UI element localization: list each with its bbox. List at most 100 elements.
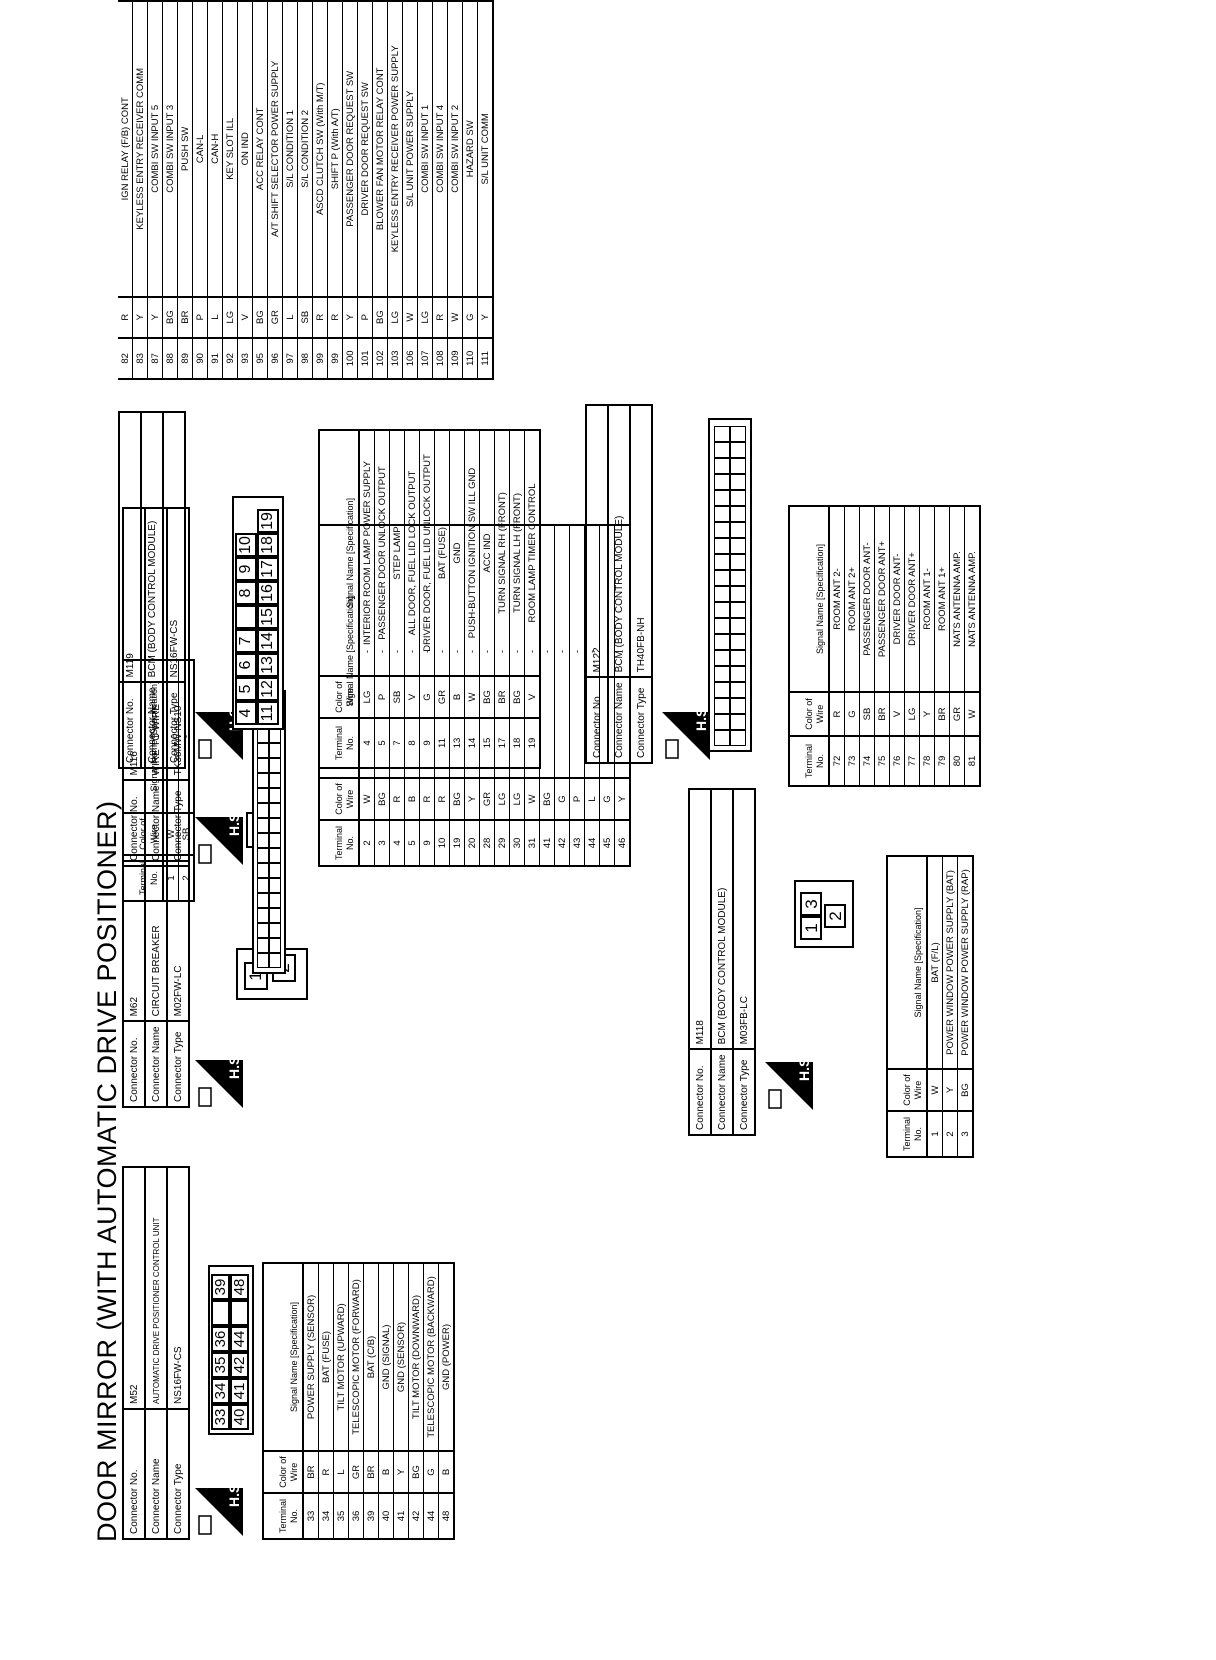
- terminal-no: 88: [162, 337, 178, 379]
- header-color-of-wire: Color of Wire: [263, 1451, 303, 1493]
- pin-cell: [269, 908, 281, 923]
- signal-name: TILT MOTOR (DOWNWARD): [408, 1263, 424, 1451]
- pin-cell: [211, 1300, 230, 1326]
- pin-cell: 34: [211, 1378, 230, 1404]
- label-connector-name: Connector Name: [608, 677, 630, 763]
- hs-icon: H.S.: [195, 1480, 243, 1536]
- wire-color: R: [327, 296, 343, 338]
- wire-color: GR: [479, 778, 495, 820]
- pin-cell: [269, 758, 281, 773]
- signal-name: PASSENGER DOOR ANT+: [874, 506, 890, 692]
- wire-color: GR: [348, 1451, 364, 1493]
- pin-cell: [730, 634, 746, 650]
- pin-cell: [730, 730, 746, 746]
- pin-cell: [714, 618, 730, 634]
- pin-cell: [714, 650, 730, 666]
- pin-cell: [269, 803, 281, 818]
- wire-color: R: [318, 1451, 334, 1493]
- wire-color: Y: [942, 1069, 958, 1111]
- signal-name: ROOM ANT 1+: [934, 506, 950, 692]
- terminal-no: 39: [363, 1493, 379, 1539]
- terminal-no: 18: [509, 718, 525, 768]
- signal-name: COMBI SW INPUT 2: [447, 1, 463, 297]
- wire-color: BG: [957, 1069, 973, 1111]
- pin-cell: [269, 743, 281, 758]
- signal-name: -: [554, 525, 570, 778]
- terminal-no: 97: [282, 337, 298, 379]
- pin-cell: [730, 442, 746, 458]
- pin-cell: [257, 833, 269, 848]
- wire-color: Y: [342, 296, 358, 338]
- terminal-no: 19: [449, 820, 465, 866]
- wire-color: L: [584, 778, 600, 820]
- label-connector-type: Connector Type: [167, 1409, 189, 1539]
- wire-color: G: [419, 676, 435, 718]
- terminal-no: 41: [393, 1493, 409, 1539]
- wire-color: Y: [477, 296, 493, 338]
- pin-cell: 33: [211, 1404, 230, 1430]
- terminal-no: 78: [919, 736, 935, 786]
- connector-name-value: BCM (BODY CONTROL MODULE): [711, 789, 733, 1050]
- signal-name: PUSH-BUTTON IGNITION SW ILL GND: [464, 430, 480, 676]
- pin-cell: [269, 893, 281, 908]
- wire-color: V: [237, 296, 253, 338]
- pin-1: 1: [800, 916, 822, 940]
- pin-cell: [269, 818, 281, 833]
- header-color-of-wire: Color of Wire: [789, 692, 829, 736]
- page-title: DOOR MIRROR (WITH AUTOMATIC DRIVE POSITI…: [92, 800, 122, 1542]
- pin-cell: [269, 728, 281, 743]
- signal-name: PASSENGER DOOR UNLOCK OUTPUT: [374, 430, 390, 676]
- pin-cell: [257, 803, 269, 818]
- pin-cell: 36: [211, 1326, 230, 1352]
- pin-cell: 44: [230, 1326, 249, 1352]
- terminal-no: 28: [479, 820, 495, 866]
- signal-name: ROOM ANT 2+: [844, 506, 860, 692]
- terminal-no: 81: [964, 736, 980, 786]
- wire-color: W: [359, 778, 375, 820]
- wire-color: GR: [949, 692, 965, 736]
- wire-color: L: [282, 296, 298, 338]
- label-connector-no: Connector No.: [123, 1021, 145, 1107]
- wire-color: BR: [303, 1451, 319, 1493]
- signal-name: GND (POWER): [438, 1263, 454, 1451]
- label-connector-type: Connector Type: [167, 780, 189, 866]
- wire-color: BR: [177, 296, 193, 338]
- pin-cell: 13: [257, 653, 279, 677]
- terminal-no: 90: [192, 337, 208, 379]
- signal-name: GND (SENSOR): [393, 1263, 409, 1451]
- wire-color: W: [524, 778, 540, 820]
- terminal-no: 106: [402, 337, 418, 379]
- wire-color: LG: [494, 778, 510, 820]
- terminal-no: 46: [614, 820, 630, 866]
- terminal-no: 44: [423, 1493, 439, 1539]
- svg-text:H.S.: H.S.: [226, 1058, 242, 1079]
- header-color-of-wire: Color of Wire: [319, 778, 359, 820]
- terminal-no: 40: [378, 1493, 394, 1539]
- pin-cell: [714, 506, 730, 522]
- terminal-no: 5: [404, 820, 420, 866]
- pin-cell: [714, 634, 730, 650]
- label-connector-name: Connector Name: [145, 1021, 167, 1107]
- pin-cell: [730, 602, 746, 618]
- pin-cell: [257, 848, 269, 863]
- wire-color: SB: [297, 296, 313, 338]
- signal-name: COMBI SW INPUT 5: [147, 1, 163, 297]
- connector-name-value: BCM (BODY CONTROL MODULE): [608, 405, 630, 678]
- wire-color: BG: [162, 296, 178, 338]
- wire-color: P: [569, 778, 585, 820]
- pin-cell: 48: [230, 1274, 249, 1300]
- label-connector-no: Connector No.: [586, 677, 608, 763]
